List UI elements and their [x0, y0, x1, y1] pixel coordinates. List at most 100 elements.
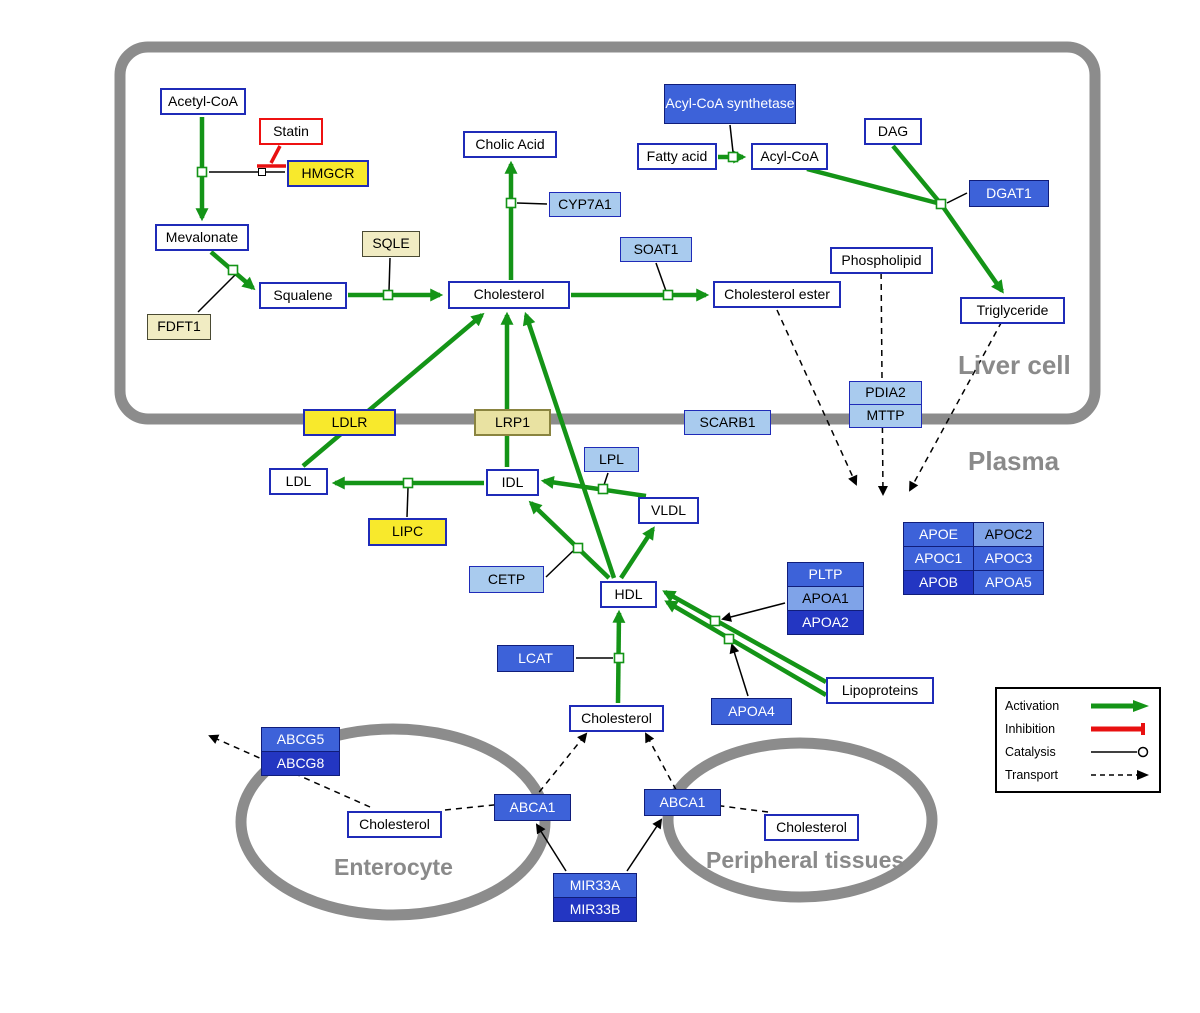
junction-apoa1-apoa2: [709, 615, 721, 627]
node-mttp[interactable]: MTTP: [849, 404, 922, 428]
junction-lipc: [402, 477, 414, 489]
edge-soat1-catalysis: [655, 262, 667, 292]
legend: Activation Inhibition Catalysis Transpor…: [995, 687, 1161, 793]
node-apoc1[interactable]: APOC1: [903, 546, 974, 571]
edge-cyp7a1-catalysis: [516, 202, 548, 205]
node-lcat[interactable]: LCAT: [497, 645, 574, 672]
node-acyl-coa[interactable]: Acyl-CoA: [751, 143, 828, 170]
node-hmgcr[interactable]: HMGCR: [287, 160, 369, 187]
edge-hdl-cholesterol-liver: [522, 311, 617, 579]
node-fatty-acid[interactable]: Fatty acid: [637, 143, 717, 170]
node-cholesterol-plasma[interactable]: Cholesterol: [569, 705, 664, 732]
edge-ldl-cholesterol-via-ldlr: [301, 312, 485, 468]
edge-enterocyte-cholesterol-abcg-efflux: [208, 734, 371, 808]
legend-transport-label: Transport: [1005, 767, 1059, 782]
node-cholesterol-liver[interactable]: Cholesterol: [448, 281, 570, 309]
activation-arrow-icon: [1091, 699, 1149, 712]
junction-apoa4: [723, 633, 735, 645]
node-apoe[interactable]: APOE: [903, 522, 974, 547]
node-pdia2[interactable]: PDIA2: [849, 381, 922, 405]
node-apoa2[interactable]: APOA2: [787, 610, 864, 635]
junction-nodes: [196, 151, 947, 664]
node-lipoproteins[interactable]: Lipoproteins: [826, 677, 934, 704]
node-acetyl-coa[interactable]: Acetyl-CoA: [160, 88, 246, 115]
edge-mir33-abca1-left: [535, 823, 567, 872]
junction-hmgcr: [196, 166, 208, 178]
edge-hdl-idl-via-cetp: [528, 500, 611, 580]
junction-soat1: [662, 289, 674, 301]
catalysis-circle-icon: [1091, 746, 1149, 757]
node-vldl[interactable]: VLDL: [638, 497, 699, 524]
edge-cholesterolester-plasma: [776, 309, 858, 486]
node-abcg8[interactable]: ABCG8: [261, 751, 340, 776]
node-abcg5[interactable]: ABCG5: [261, 727, 340, 752]
edge-phospholipid-plasma: [877, 261, 888, 496]
edge-lpl-catalysis: [603, 472, 609, 486]
compartment-shapes: [114, 41, 1101, 921]
junction-lcat: [613, 652, 625, 664]
catalysis-edges: [197, 124, 968, 872]
edge-triglyceride-plasma: [909, 311, 1008, 492]
node-acyl-coa-synthetase[interactable]: Acyl-CoA synthetase: [664, 84, 796, 124]
node-lrp1[interactable]: LRP1: [474, 409, 551, 436]
junction-fdft1: [227, 264, 239, 276]
node-hdl[interactable]: HDL: [600, 581, 657, 608]
node-apoa5[interactable]: APOA5: [973, 570, 1044, 595]
node-dag[interactable]: DAG: [864, 118, 922, 145]
legend-activation-label: Activation: [1005, 698, 1060, 713]
node-dgat1[interactable]: DGAT1: [969, 180, 1049, 207]
node-mir33b[interactable]: MIR33B: [553, 897, 637, 922]
legend-row-transport: Transport: [1005, 763, 1151, 786]
node-cholesterol-ester[interactable]: Cholesterol ester: [713, 281, 841, 308]
node-statin[interactable]: Statin: [259, 118, 323, 145]
node-cyp7a1[interactable]: CYP7A1: [549, 192, 621, 217]
junction-acylcoa-synthetase: [727, 151, 739, 163]
node-ldl[interactable]: LDL: [269, 468, 328, 495]
node-apoa1[interactable]: APOA1: [787, 586, 864, 611]
node-soat1[interactable]: SOAT1: [620, 237, 692, 262]
node-lpl[interactable]: LPL: [584, 447, 639, 472]
inhibition-bar-icon: [1091, 722, 1145, 735]
edge-enterocyte-cholesterol-abca1: [444, 732, 588, 811]
junction-lpl: [597, 483, 609, 495]
node-abca1-peripheral[interactable]: ABCA1: [644, 789, 721, 816]
junction-cyp7a1: [505, 197, 517, 209]
edge-dag-dgat-junction: [891, 144, 943, 206]
node-idl[interactable]: IDL: [486, 469, 539, 496]
edge-dgat1-catalysis: [946, 192, 968, 204]
transport-edges: [208, 261, 1008, 813]
node-pltp[interactable]: PLTP: [787, 562, 864, 587]
node-apob[interactable]: APOB: [903, 570, 974, 595]
legend-inhibition-label: Inhibition: [1005, 721, 1056, 736]
node-abca1-enterocyte[interactable]: ABCA1: [494, 794, 571, 821]
node-cholesterol-peripheral[interactable]: Cholesterol: [764, 814, 859, 841]
edge-acylcoa-synthetase-catalysis: [729, 124, 734, 153]
edge-acylcoa-dgat-junction: [806, 166, 942, 207]
junction-dgat1: [935, 198, 947, 210]
node-triglyceride[interactable]: Triglyceride: [960, 297, 1065, 324]
node-phospholipid[interactable]: Phospholipid: [830, 247, 933, 274]
edge-lipc-catalysis: [406, 487, 409, 518]
junction-sqle: [382, 289, 394, 301]
node-sqle[interactable]: SQLE: [362, 231, 420, 257]
edge-dgat-junction-triglyceride: [939, 202, 1004, 294]
node-cholesterol-enterocyte[interactable]: Cholesterol: [347, 811, 442, 838]
node-scarb1[interactable]: SCARB1: [684, 410, 771, 435]
inhibition-edge: [257, 145, 286, 168]
node-cetp[interactable]: CETP: [469, 566, 544, 593]
node-apoc3[interactable]: APOC3: [973, 546, 1044, 571]
edge-lipoproteins-hdl-1: [662, 590, 828, 684]
edge-mir33-abca1-right: [626, 818, 663, 872]
node-lipc[interactable]: LIPC: [368, 518, 447, 546]
node-apoc2[interactable]: APOC2: [973, 522, 1044, 547]
enterocyte-outline: [235, 723, 551, 921]
node-apoa4[interactable]: APOA4: [711, 698, 792, 725]
node-fdft1[interactable]: FDFT1: [147, 314, 211, 340]
node-mevalonate[interactable]: Mevalonate: [155, 224, 249, 251]
node-squalene[interactable]: Squalene: [259, 282, 347, 309]
node-cholic-acid[interactable]: Cholic Acid: [463, 131, 557, 158]
node-ldlr[interactable]: LDLR: [303, 409, 396, 436]
node-mir33a[interactable]: MIR33A: [553, 873, 637, 898]
statin-target-square: [258, 168, 266, 176]
